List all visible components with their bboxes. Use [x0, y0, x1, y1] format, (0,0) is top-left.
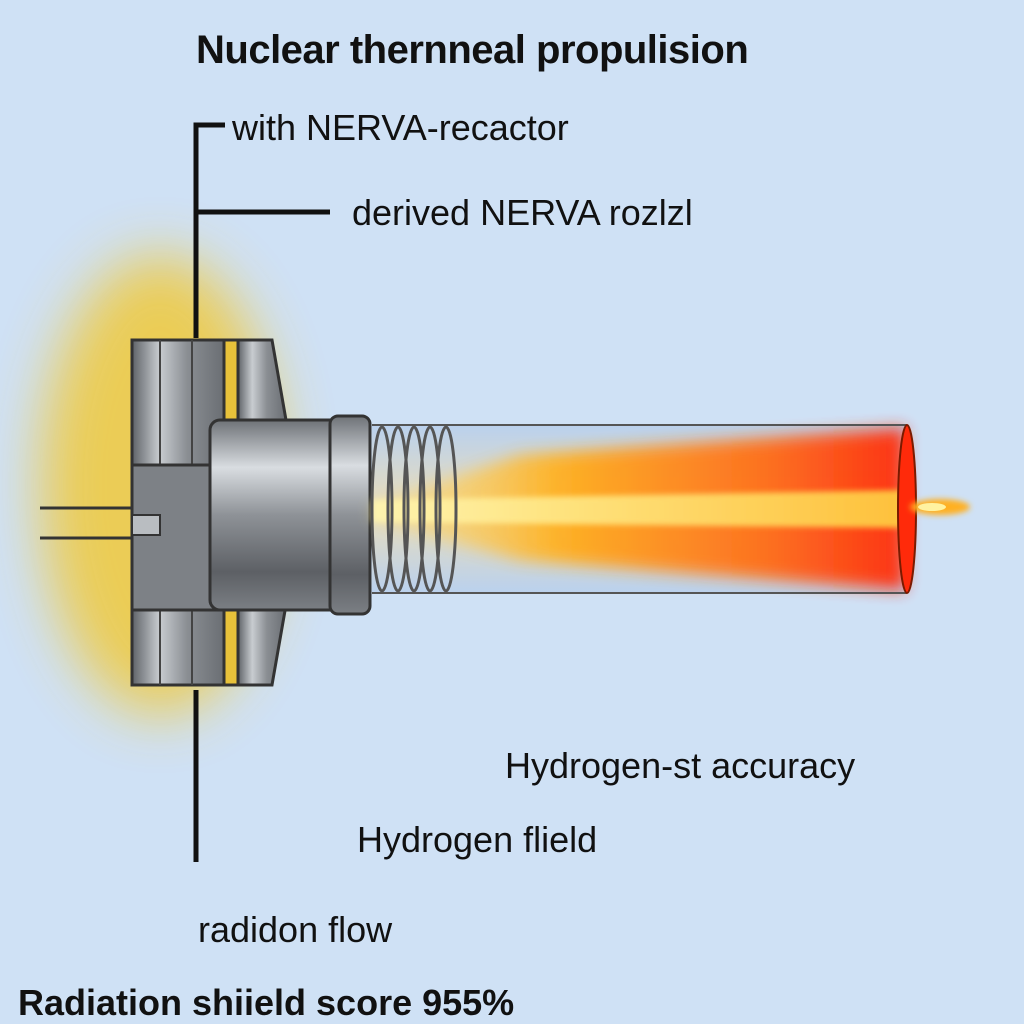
threaded-rings: [370, 425, 458, 593]
label-shield-score: Radiation shiield score 955%: [18, 982, 515, 1023]
label-nerva-nozzle: derived NERVA rozlzl: [352, 192, 693, 233]
leader-lines: [193, 122, 330, 862]
diagram-title: Nuclear thernneal propulision: [196, 28, 749, 72]
leader-line-reactor: [193, 122, 225, 338]
label-hydrogen-field: Hydrogen flield: [357, 819, 598, 860]
reactor-cylinder: [208, 414, 372, 616]
exhaust-tube: [372, 424, 917, 594]
label-hydrogen-accuracy: Hydrogen-st accuracy: [505, 745, 856, 786]
feed-wires: [40, 506, 135, 540]
label-radiation-flow: radidon flow: [198, 909, 393, 950]
exhaust-core: [372, 490, 905, 528]
label-nerva-reactor: with NERVA-recactor: [232, 107, 569, 148]
